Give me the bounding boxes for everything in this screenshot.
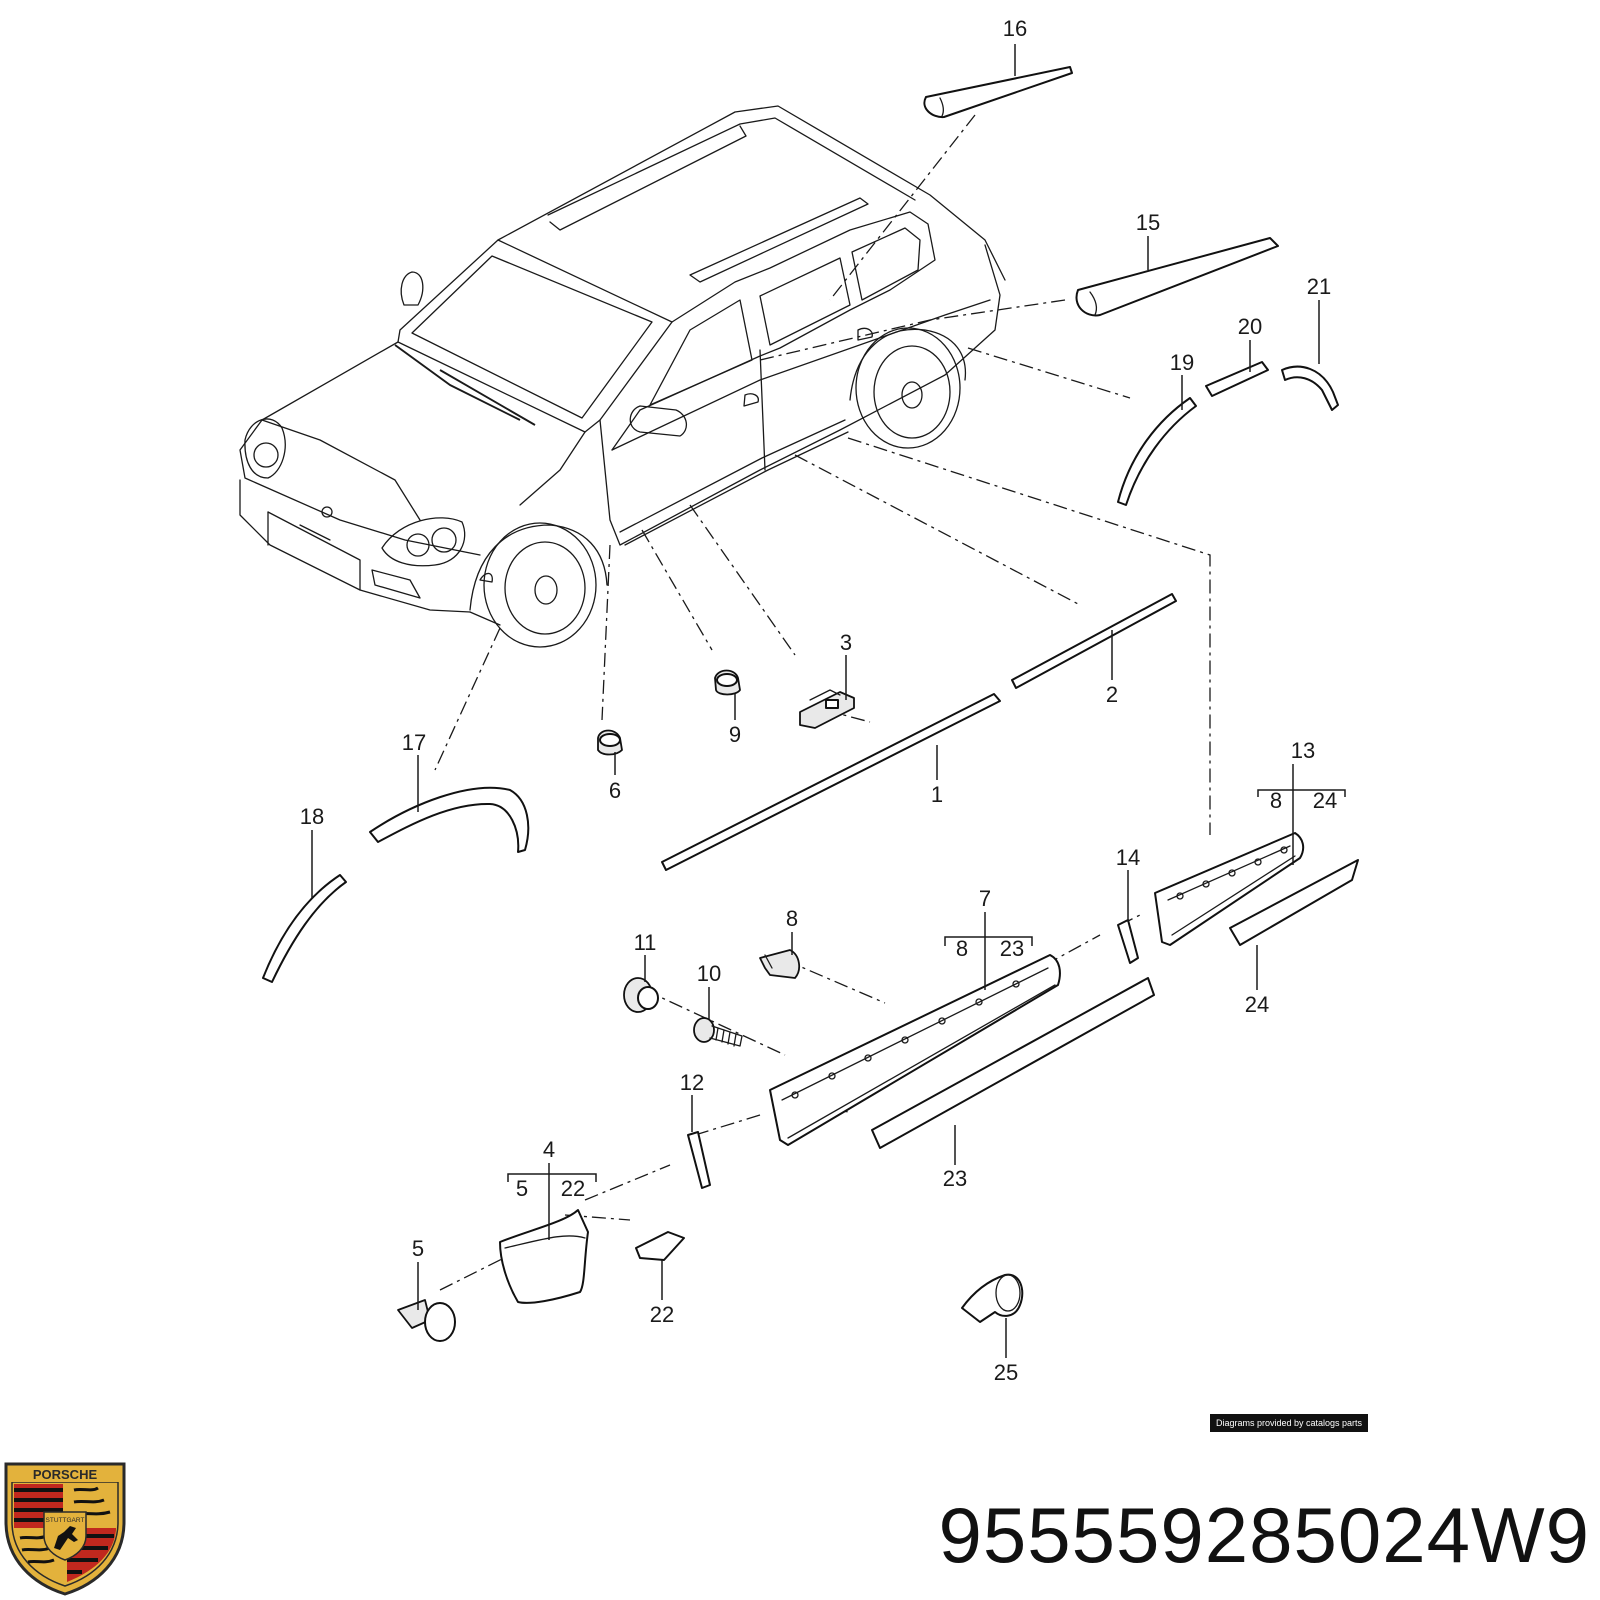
part-2-strip xyxy=(1011,593,1177,689)
callout-6: 6 xyxy=(609,778,621,803)
callout-5: 5 xyxy=(412,1236,424,1261)
callout-7: 7 xyxy=(979,886,991,911)
porsche-crest-logo: PORSCHE STUTTGART xyxy=(4,1462,126,1596)
callout-21: 21 xyxy=(1307,274,1331,299)
callout-2: 2 xyxy=(1106,682,1118,707)
callout-25: 25 xyxy=(994,1360,1018,1385)
callout-18: 18 xyxy=(300,804,324,829)
callout-23: 23 xyxy=(943,1166,967,1191)
part-16-roof-trim xyxy=(923,66,1073,119)
part-9-clip xyxy=(714,669,741,696)
callout-1: 1 xyxy=(931,782,943,807)
part-23-front-strip xyxy=(871,977,1155,1149)
part-24-rear-strip xyxy=(1229,859,1359,946)
callout-19: 19 xyxy=(1170,350,1194,375)
part-13-rear-moulding xyxy=(1154,832,1305,946)
callout-4-sub-22: 22 xyxy=(561,1176,585,1201)
callout-13: 13 xyxy=(1291,738,1315,763)
part-25-tape-roll xyxy=(961,1273,1024,1323)
part-8-clip xyxy=(759,949,801,979)
callout-11: 11 xyxy=(634,930,657,955)
callout-15: 15 xyxy=(1136,210,1160,235)
part-15-rear-trim xyxy=(1075,237,1279,317)
part-3-clip xyxy=(799,689,855,729)
callout-24: 24 xyxy=(1245,992,1269,1017)
part-14-end-cap xyxy=(1117,919,1139,964)
part-21-arch-piece xyxy=(1281,365,1339,411)
part-10-screw xyxy=(693,1017,743,1047)
callout-7-sub-8: 8 xyxy=(956,936,968,961)
part-7-front-moulding xyxy=(769,954,1061,1146)
prancing-horse-icon xyxy=(54,1526,78,1550)
part-1-strip xyxy=(661,693,1001,871)
part-4-flap xyxy=(499,1209,589,1304)
callout-4-sub-5: 5 xyxy=(516,1176,528,1201)
callout-17: 17 xyxy=(402,730,426,755)
callout-13-sub-24: 24 xyxy=(1313,788,1337,813)
callout-8: 8 xyxy=(786,906,798,931)
part-18-arch-front xyxy=(262,874,347,983)
callout-14: 14 xyxy=(1116,845,1140,870)
callout-3: 3 xyxy=(840,630,852,655)
car-outline xyxy=(239,105,1006,648)
callout-4: 4 xyxy=(543,1137,555,1162)
callout-leaders xyxy=(311,44,1346,1358)
diagram-credit-label: Diagrams provided by catalogs parts xyxy=(1210,1414,1368,1432)
callout-10: 10 xyxy=(697,961,721,986)
part-12-end-cap xyxy=(687,1131,711,1189)
logo-wordmark: PORSCHE xyxy=(33,1467,98,1482)
part-19-arch-piece xyxy=(1117,397,1197,506)
part-11-grommet xyxy=(623,977,659,1013)
callout-20: 20 xyxy=(1238,314,1262,339)
callout-9: 9 xyxy=(729,722,741,747)
part-17-arch-front xyxy=(369,786,530,853)
part-6-clip xyxy=(597,729,623,756)
part-22-pad xyxy=(635,1231,685,1261)
callout-16: 16 xyxy=(1003,16,1027,41)
callout-7-sub-23: 23 xyxy=(1000,936,1024,961)
callout-22: 22 xyxy=(650,1302,674,1327)
logo-city-name: STUTTGART xyxy=(46,1517,85,1524)
part-20-arch-piece xyxy=(1205,361,1269,397)
callout-12: 12 xyxy=(680,1070,704,1095)
part-5-clip xyxy=(397,1299,456,1342)
callout-labels: 16 15 21 20 19 3 2 9 6 1 17 18 13 8 24 1… xyxy=(300,16,1337,1385)
part-number: 955559285024W9 xyxy=(938,1491,1590,1579)
callout-13-sub-8: 8 xyxy=(1270,788,1282,813)
